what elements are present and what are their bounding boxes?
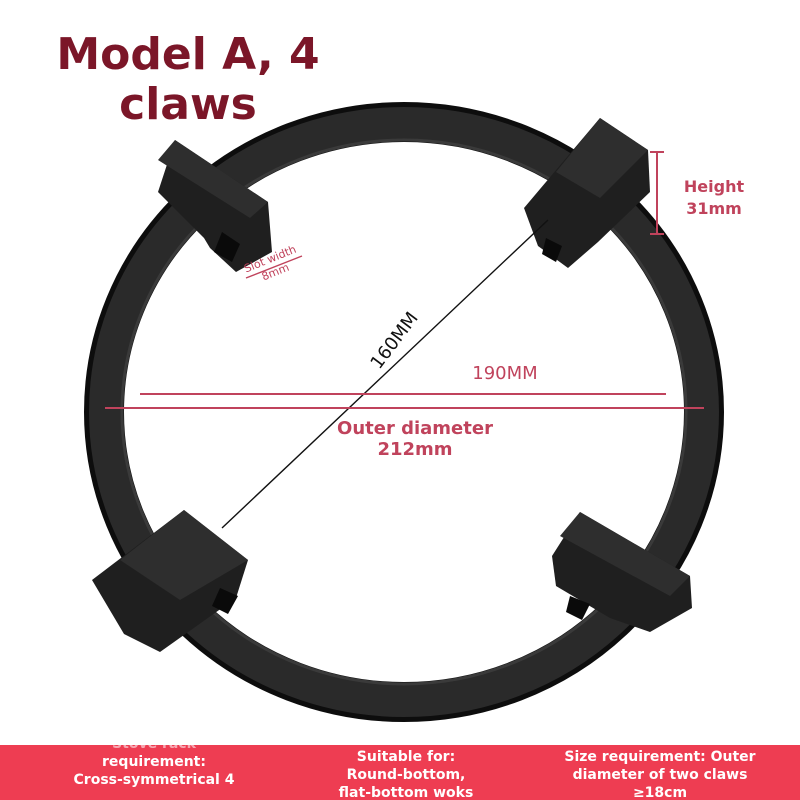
wok-ring-photo: [84, 102, 724, 722]
size-line-3: ≥18cm: [632, 785, 688, 800]
diagonal-measure-line: [221, 219, 549, 529]
size-requirement: Size requirement: Outer diameter of two …: [555, 748, 765, 800]
title-line-1: Model A, 4: [56, 29, 320, 80]
size-line-2: diameter of two claws: [572, 767, 748, 783]
claw-bottom-right: [552, 512, 692, 632]
claw-top-right: [524, 118, 650, 268]
title-line-2: claws: [119, 79, 257, 130]
size-line-1: Size requirement: Outer: [564, 749, 756, 765]
stove-rack-line-2: requirement:: [102, 754, 206, 770]
height-annotation: Height 31mm: [672, 176, 756, 220]
outer-diameter-label: Outer diameter: [337, 418, 493, 439]
suitable-line-2: Round-bottom,: [346, 767, 466, 783]
ring-highlight: [120, 138, 688, 686]
stove-rack-requirement: Stove rack requirement: Cross-symmetrica…: [64, 745, 244, 789]
stove-rack-line-1: Stove rack: [64, 745, 244, 753]
claw-top-left: [158, 140, 272, 272]
outer-diameter-value: 212mm: [377, 439, 453, 460]
inner-diameter-annotation: 190MM: [472, 363, 538, 384]
stove-rack-line-3: Cross-symmetrical 4: [73, 772, 235, 788]
height-label: Height: [683, 177, 745, 196]
page-title: Model A, 4 claws: [38, 30, 338, 130]
bottom-info-bar: Stove rack requirement: Cross-symmetrica…: [0, 745, 800, 800]
suitable-for: Suitable for: Round-bottom, flat-bottom …: [306, 748, 506, 800]
claw-bottom-left: [92, 510, 248, 652]
suitable-line-3: flat-bottom woks: [338, 785, 474, 800]
suitable-line-1: Suitable for:: [356, 749, 456, 765]
ring: [89, 107, 719, 717]
slot-width-line: [245, 255, 303, 279]
outer-diameter-annotation: Outer diameter 212mm: [320, 418, 510, 460]
height-value: 31mm: [686, 199, 742, 218]
